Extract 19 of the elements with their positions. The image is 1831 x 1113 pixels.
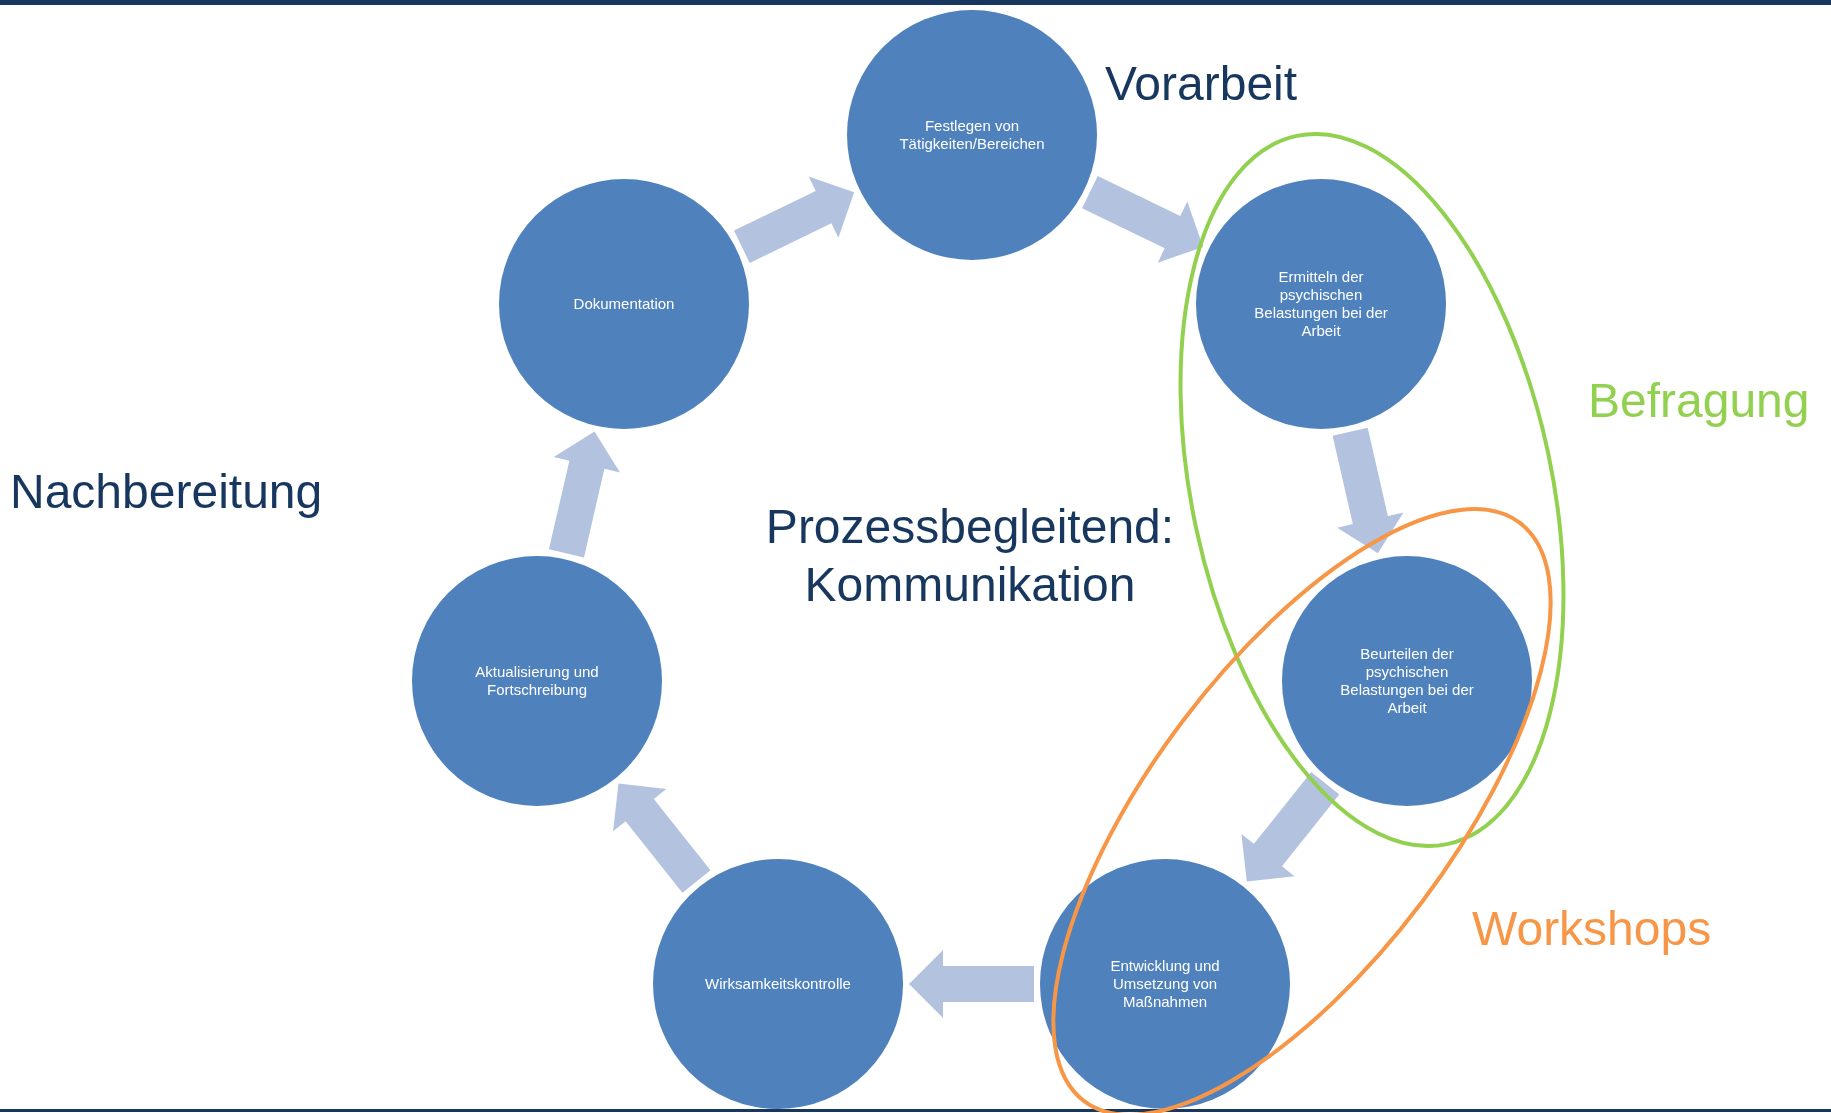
step-text: Wirksamkeitskontrolle [704, 975, 852, 993]
section-label: Nachbereitung [10, 464, 324, 520]
section-label: Vorarbeit [1105, 56, 1299, 112]
block-arrow [1241, 772, 1340, 882]
step-text: Dokumentation [572, 295, 676, 313]
block-arrow [548, 431, 620, 558]
step-text: Ermitteln der psychischen Belastungen bei der Arbeit [1253, 268, 1389, 340]
block-arrow [909, 950, 1034, 1018]
block-arrow [1332, 427, 1404, 554]
section-label: Workshops [1472, 901, 1713, 957]
step-text: Aktualisierung und Fortschreibung [474, 663, 600, 699]
section-label: Befragung [1588, 373, 1811, 429]
step-text: Beurteilen der psychischen Belastungen bei der Arbeit [1339, 645, 1475, 717]
step-text: Festlegen von Tätigkeiten/Bereichen [898, 117, 1046, 153]
block-arrow [734, 176, 855, 263]
block-arrow [1082, 175, 1204, 263]
step-text: Entwicklung und Umsetzung von Maßnahmen [1109, 957, 1221, 1011]
block-arrow [613, 783, 711, 893]
section-label: Prozessbegleitend: Kommunikation [764, 499, 1176, 613]
